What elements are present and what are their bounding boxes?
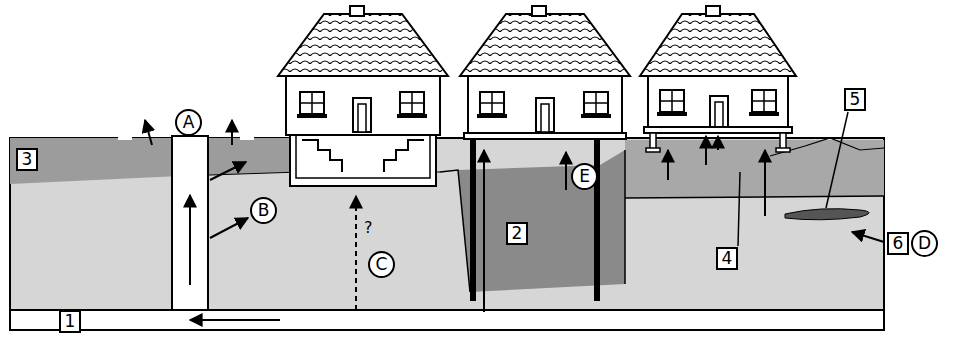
callout-number: 1	[59, 310, 81, 333]
callout-number: 4	[716, 247, 738, 270]
callout-letter: C	[368, 251, 395, 278]
house-basement	[278, 6, 448, 186]
callout-letter-text: B	[258, 202, 270, 219]
top-layer	[10, 138, 300, 184]
callout-number-text: 1	[65, 313, 76, 330]
callout-number: 2	[506, 222, 528, 245]
callout-number-text: 4	[722, 250, 733, 267]
callout-letter: B	[250, 197, 277, 224]
fill-layer	[625, 140, 884, 198]
callout-letter-text: A	[183, 114, 195, 131]
callout-number: 3	[16, 148, 38, 171]
callout-number-text: 6	[893, 235, 904, 252]
callout-letter: A	[175, 109, 202, 136]
pipe	[10, 310, 884, 330]
callout-letter-text: D	[918, 235, 931, 252]
lens	[785, 209, 869, 220]
callout-number: 6	[887, 232, 909, 255]
callout-letter: E	[571, 163, 598, 190]
callout-letter-text: C	[376, 256, 388, 273]
callout-number-text: 5	[850, 91, 861, 108]
house-posts	[640, 6, 796, 152]
callout-number: 5	[844, 88, 866, 111]
shaft	[172, 136, 208, 310]
callout-number-text: 2	[512, 225, 523, 242]
callout-letter-text: E	[579, 168, 590, 185]
leader-line	[826, 112, 848, 208]
leader-line	[738, 172, 740, 246]
note-label: ?	[364, 218, 373, 237]
callout-letter: D	[911, 230, 938, 257]
house-piles	[460, 6, 630, 301]
soil	[10, 138, 884, 328]
callout-number-text: 3	[22, 151, 33, 168]
